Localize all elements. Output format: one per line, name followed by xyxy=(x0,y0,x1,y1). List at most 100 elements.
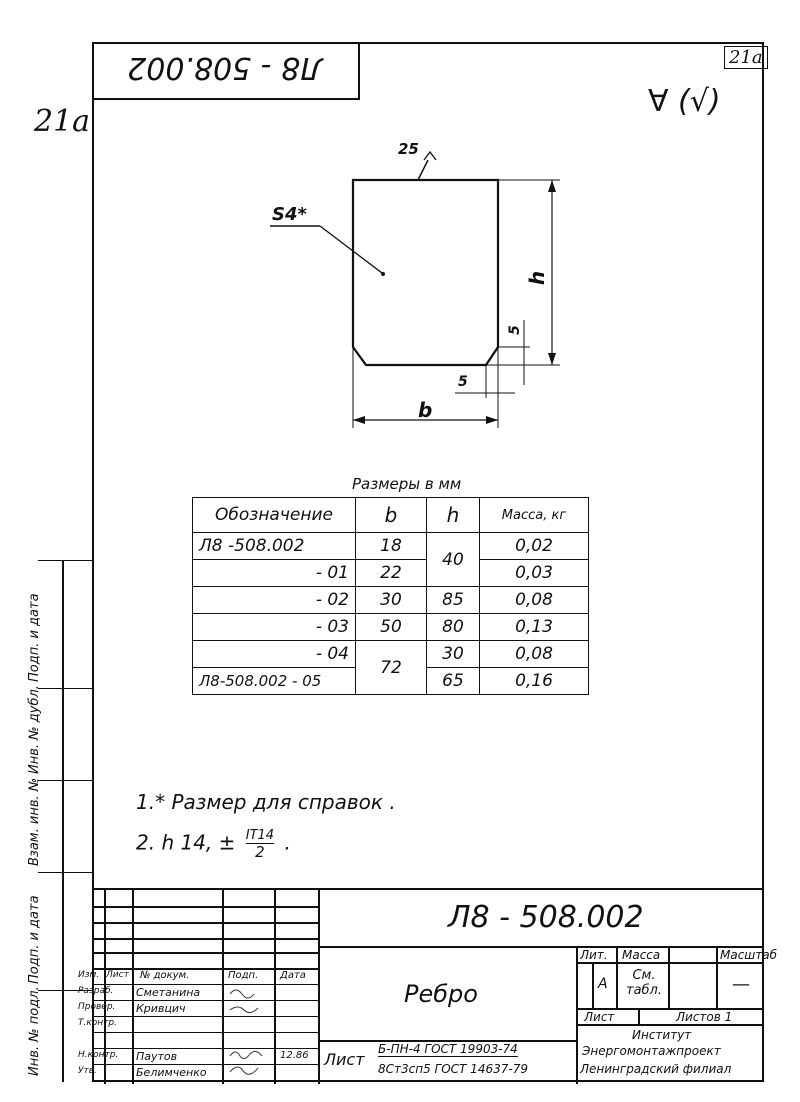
row-mass: 0,16 xyxy=(479,667,589,695)
note-2-numerator: IT14 xyxy=(245,828,275,844)
note-2-denominator: 2 xyxy=(255,843,265,861)
name-developer: Сметанина xyxy=(136,986,201,999)
row-h: 65 xyxy=(426,667,480,695)
role-developer: Разраб. xyxy=(78,986,114,996)
lit-value: А xyxy=(598,976,608,992)
part-outline xyxy=(351,178,500,367)
header-h: h xyxy=(426,497,480,533)
dimension-b-label: b xyxy=(418,398,433,422)
name-norm-control: Паутов xyxy=(136,1050,178,1063)
side-cell: Инв. № дубл. xyxy=(27,685,92,780)
col-header-sheet: Лист xyxy=(106,970,129,980)
row-mass: 0,08 xyxy=(479,586,589,614)
row-mass: 0,02 xyxy=(479,532,589,560)
sheet-mark-left: 21а xyxy=(34,104,91,139)
material-top: Б-ПН-4 ГОСТ 19903-74 xyxy=(378,1042,518,1057)
material-bottom: 8Ст3сп5 ГОСТ 14637-79 xyxy=(378,1062,528,1076)
scale-label: Масштаб xyxy=(720,948,778,962)
mass-value: См. табл. xyxy=(626,968,662,998)
dimension-h-label: h xyxy=(525,270,550,286)
drawing-frame xyxy=(92,42,764,1082)
side-label: Подп. и дата xyxy=(27,593,42,682)
table-header-row: Обозначение b h Масса, кг xyxy=(192,497,589,533)
general-roughness-mark: ∀ (√) xyxy=(648,84,721,119)
top-designation-stamp: Л8 - 508.002 xyxy=(92,42,360,100)
col-header-signature: Подп. xyxy=(228,970,259,981)
sheet-mark-right: 21а xyxy=(724,46,768,69)
sheet-label: Лист xyxy=(584,1010,615,1024)
row-b: 50 xyxy=(355,613,427,641)
note-1: 1.* Размер для справок . xyxy=(136,790,396,814)
note-2-prefix: 2. h 14, ± xyxy=(136,830,236,855)
header-mass: Масса, кг xyxy=(479,497,589,533)
table-row: - 02 30 85 0,08 xyxy=(192,586,589,614)
lit-label: Лит. xyxy=(580,948,608,962)
row-b: 18 xyxy=(355,532,427,560)
side-cell: Взам. инв. № xyxy=(27,778,92,872)
scale-value: — xyxy=(732,974,750,995)
row-b: 30 xyxy=(355,586,427,614)
row-mass: 0,03 xyxy=(479,559,589,587)
material-prefix: Лист xyxy=(324,1050,365,1069)
side-cell: Инв. № подл. xyxy=(27,986,92,1082)
row-h: 40 xyxy=(426,532,480,587)
row-mass: 0,08 xyxy=(479,640,589,668)
col-header-doc-no: № докум. xyxy=(140,970,190,981)
signatures xyxy=(229,989,263,1075)
row-h: 30 xyxy=(426,640,480,668)
header-designation: Обозначение xyxy=(192,497,356,533)
row-designation: - 01 xyxy=(192,559,356,587)
part-name: Ребро xyxy=(404,980,478,1008)
role-tech-control: Т.контр. xyxy=(78,1018,118,1028)
row-h: 85 xyxy=(426,586,480,614)
note-2-suffix: . xyxy=(284,830,291,855)
name-approver: Белимченко xyxy=(136,1066,207,1079)
part-drawing xyxy=(270,150,560,428)
sheets-label: Листов 1 xyxy=(676,1010,733,1024)
side-cell: Подп. и дата xyxy=(27,872,92,990)
side-label: Инв. № подл. xyxy=(27,986,42,1076)
date-norm-control: 12.86 xyxy=(280,1050,309,1061)
side-label: Инв. № дубл. xyxy=(27,685,42,774)
side-label: Взам. инв. № xyxy=(27,777,42,866)
role-approver: Утв. xyxy=(78,1066,97,1076)
note-2: 2. h 14, ± IT14 2 . xyxy=(136,828,291,860)
role-checker: Провер. xyxy=(78,1002,116,1012)
table-row: Л8 -508.002 18 40 0,02 xyxy=(192,532,589,587)
row-designation: - 02 xyxy=(192,586,356,614)
mass-label: Масса xyxy=(622,948,661,962)
role-norm-control: Н.контр. xyxy=(78,1050,119,1060)
name-checker: Кривцич xyxy=(136,1002,186,1015)
table-row: Л8-508.002 - 05 65 0,16 xyxy=(192,667,589,695)
table-caption: Размеры в мм xyxy=(352,475,462,493)
table-row: - 03 50 80 0,13 xyxy=(192,613,589,641)
row-designation: Л8-508.002 - 05 xyxy=(192,667,356,695)
row-designation: - 04 xyxy=(192,640,356,668)
note-2-fraction: IT14 2 xyxy=(245,828,275,861)
side-cell: Подп. и дата xyxy=(27,560,92,688)
thickness-callout: S4* xyxy=(272,204,307,225)
table-row: - 04 72 30 0,08 xyxy=(192,640,589,695)
row-designation: - 03 xyxy=(192,613,356,641)
chamfer-horizontal-label: 5 xyxy=(458,374,468,390)
title-block: Изм. Лист № докум. Подп. Дата Разраб. Пр… xyxy=(78,888,777,1084)
row-h: 80 xyxy=(426,613,480,641)
header-b: b xyxy=(355,497,427,533)
side-strip: Подп. и дата Инв. № дубл. Взам. инв. № П… xyxy=(27,560,92,1082)
table-row: - 01 22 0,03 xyxy=(192,559,589,587)
row-designation: Л8 -508.002 xyxy=(192,532,356,560)
row-mass: 0,13 xyxy=(479,613,589,641)
side-label: Подп. и дата xyxy=(27,895,42,984)
side-strip-divider xyxy=(62,560,64,1082)
org-line-1: Институт xyxy=(632,1028,692,1042)
col-header-date: Дата xyxy=(280,970,306,981)
org-line-3: Ленинградский филиал xyxy=(580,1062,732,1076)
col-header-change: Изм. xyxy=(78,970,100,980)
roughness-callout-value: 25 xyxy=(398,140,419,158)
row-b: 22 xyxy=(355,559,427,587)
row-b: 72 xyxy=(355,640,427,695)
org-line-2: Энергомонтажпроект xyxy=(582,1044,721,1058)
title-designation: Л8 - 508.002 xyxy=(448,900,644,935)
chamfer-vertical-label: 5 xyxy=(506,325,523,335)
dimensions-table: Обозначение b h Масса, кг Л8 -508.002 18… xyxy=(192,497,589,695)
